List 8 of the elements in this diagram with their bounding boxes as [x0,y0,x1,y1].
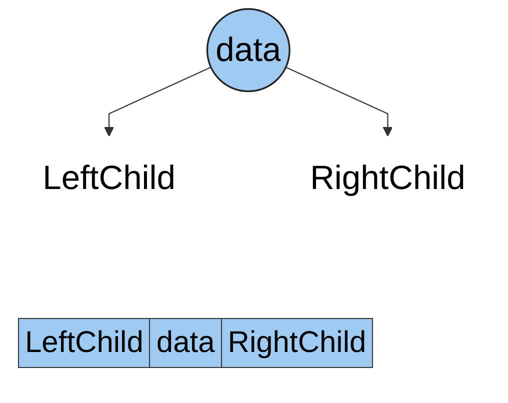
table-cell: data [150,319,222,367]
table-cell: LeftChild [19,319,150,367]
node-circle: data [206,8,290,92]
arrow [286,66,393,137]
node-text: RightChild [310,160,466,197]
arrow [104,66,212,137]
node-text: LeftChild [42,160,176,197]
table-cell: RightChild [222,319,372,367]
